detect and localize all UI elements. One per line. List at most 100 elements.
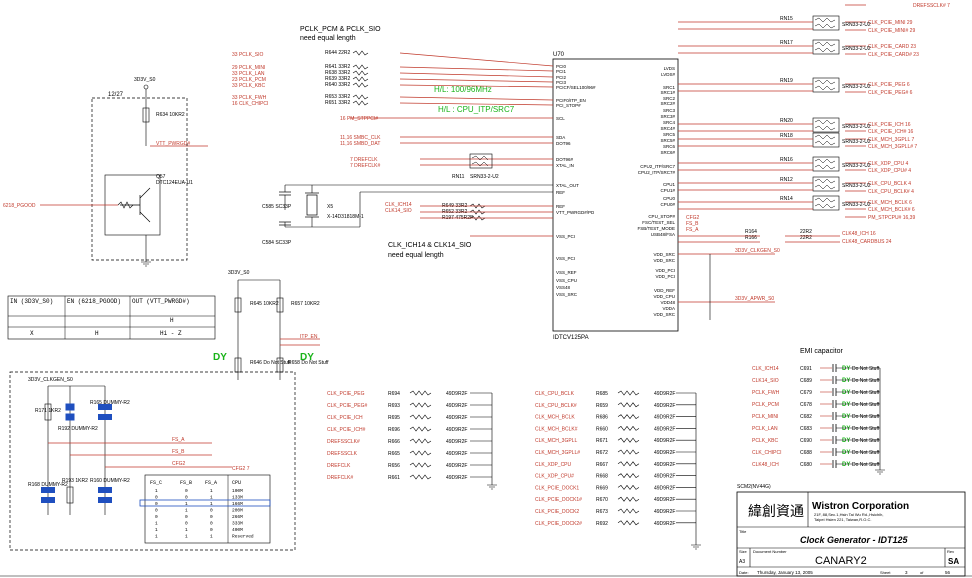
ic-pin-label: SRC6 bbox=[663, 144, 676, 149]
ic-pin-label: PCIF0/ITP_EN bbox=[556, 98, 586, 103]
cfg2-right-net: CFG2 bbox=[686, 215, 700, 221]
term-ref: R671 bbox=[596, 438, 608, 444]
term-net: CLK_XDP_CPU bbox=[535, 462, 572, 468]
resistor-icon bbox=[352, 64, 369, 70]
rn-part: SRN33-2-U2 bbox=[842, 202, 871, 208]
series-resistor: R638 33R2 bbox=[325, 70, 351, 76]
rn-ref: RN20 bbox=[780, 118, 793, 124]
tb-title-label: Title bbox=[739, 529, 747, 534]
ic-right-pins: LVDSLVDS#SRC1SRC1#SRC2SRC2#SRC3SRC3#SRC4… bbox=[637, 66, 675, 317]
tb-size-label: Size bbox=[739, 549, 748, 554]
ic-pin-label: SRC2 bbox=[663, 96, 676, 101]
term-net: CLK_MCH_BCLK bbox=[535, 415, 575, 421]
crystal-cap-2: C584 SC33P bbox=[262, 240, 292, 246]
resistor-pack-icon bbox=[469, 153, 493, 169]
term-value: 49D9R2F bbox=[654, 426, 675, 432]
hl-note-2: H/L : CPU_ITP/SRC7 bbox=[438, 105, 515, 114]
term-net: CLK_CPU_BCLK bbox=[535, 391, 575, 397]
ic-pin-label: VDD_PCI bbox=[655, 268, 675, 273]
emi-dy: DY bbox=[842, 414, 850, 420]
rn-part: SRN33-2-U2 bbox=[842, 84, 871, 90]
apwr-power: 3D3V_APWR_S0 bbox=[735, 296, 774, 302]
resistor-icon bbox=[409, 402, 432, 408]
fs-table-cell: 0 bbox=[210, 527, 213, 533]
resistor-icon bbox=[409, 414, 432, 420]
right-net-label: CLK_PCIE_MINI 29 bbox=[868, 20, 913, 26]
resistor-icon bbox=[617, 414, 640, 420]
term-net: DREFCLK# bbox=[327, 475, 353, 481]
fs-power: 3D3V_CLKGEN_S0 bbox=[28, 377, 73, 383]
tt-cell: Hi - Z bbox=[160, 330, 182, 337]
ic-pin-label: CPU1 bbox=[663, 182, 676, 187]
ic-pin-label: REF bbox=[556, 190, 565, 195]
itp-r3: R646 Do Not Stuff bbox=[250, 360, 291, 366]
fs-table-header: FS_B bbox=[180, 480, 192, 486]
tb-sheet-label: Sheet bbox=[880, 570, 891, 575]
term-value: 49D9R2F bbox=[446, 403, 467, 409]
emi-net: CLK48_ICH bbox=[752, 462, 779, 468]
ic-pin-label: SCL bbox=[556, 116, 565, 121]
title-block: SCM2(NV44G) 緯創資通 Wistron Corporation 21F… bbox=[736, 484, 966, 577]
ic-pin-label: USB48/FSA bbox=[651, 232, 675, 237]
ic-pin-label: CPU2_ITP/SRC7 bbox=[640, 164, 675, 169]
left-net-label: 11,16 SMBD_DAT bbox=[340, 141, 380, 147]
fs-table-cell: 0 bbox=[210, 508, 213, 514]
left-net-label: 29 PCLK_MINI bbox=[232, 65, 265, 71]
fs-table-cell: 400M bbox=[232, 527, 243, 533]
resistor-pack-icon bbox=[812, 77, 840, 93]
term-value: 49D9R2F bbox=[654, 403, 675, 409]
rn-ref: RN11 bbox=[452, 174, 465, 180]
ic-pin-label: VSS_PCI bbox=[556, 256, 575, 261]
term-net: CLK_CPU_BCLK# bbox=[535, 403, 577, 409]
right-net-label: CLK_CPU_BCLK# 4 bbox=[868, 189, 914, 195]
r-166: R166 bbox=[745, 235, 757, 241]
term-net: CLK_PCIE_DOCK2# bbox=[535, 521, 582, 527]
clk-ich-note-sub: need equal length bbox=[388, 252, 444, 259]
series-resistor: R651 33R2 bbox=[325, 100, 351, 106]
dy-label-2: DY bbox=[300, 352, 314, 363]
ic-pin-label: CPU2_ITP/SRC7# bbox=[638, 170, 676, 175]
term-ref: R673 bbox=[596, 509, 608, 515]
emi-dy: DY bbox=[842, 462, 850, 468]
tb-size: A3 bbox=[739, 559, 745, 565]
hl-note-1: H/L: 100/96MHz bbox=[434, 85, 492, 94]
itp-power: 3D3V_S0 bbox=[228, 270, 250, 276]
ic-pin-label: VDD_SRC bbox=[653, 252, 675, 257]
fs-table-cell: 0 bbox=[210, 514, 213, 520]
term-ref: R695 bbox=[388, 415, 400, 421]
left-net-label: 23 PCLK_PCM bbox=[232, 77, 266, 83]
fs-table-header: CPU bbox=[232, 480, 241, 486]
resistor-icon bbox=[617, 390, 640, 396]
resistor-icon bbox=[352, 100, 369, 106]
ic-pin-label: SRC3 bbox=[663, 108, 676, 113]
fet-ref: Q57 bbox=[156, 174, 166, 180]
ic-pin-label: VDD_SRC bbox=[653, 312, 675, 317]
resistor-pack-icon bbox=[812, 39, 840, 55]
tb-docnum: CANARY2 bbox=[815, 555, 867, 567]
tb-rev-label: Rev bbox=[947, 549, 954, 554]
pwrgd-circuit: 12/27 3D3V_S0 R634 10KR2 VTT_PWRGD# Q57 … bbox=[3, 77, 193, 267]
resistor-pack-icon bbox=[812, 15, 840, 31]
term-net: CLK_MCH_BCLK# bbox=[535, 426, 578, 432]
tb-company: Wistron Corporation bbox=[812, 501, 909, 512]
r-22r2-b: 22R2 bbox=[800, 235, 812, 241]
tb-of: 56 bbox=[945, 570, 951, 575]
crystal-icon bbox=[306, 194, 318, 216]
term-net: CLK_PCIE_DOCK1# bbox=[535, 497, 582, 503]
term-value: 49D9R2F bbox=[654, 415, 675, 421]
ic-pin-label: DOT96 bbox=[556, 141, 571, 146]
tb-date-label: Date: bbox=[739, 570, 749, 575]
fet-power: 3D3V_S0 bbox=[134, 77, 156, 83]
resistor-icon bbox=[142, 107, 150, 123]
ic-pin-label: XTAL_IN bbox=[556, 163, 574, 168]
clkgen-power-right: 3D3V_CLKGEN_S0 bbox=[735, 248, 780, 254]
ic-pin-label: VSS_REF bbox=[556, 270, 577, 275]
resistor-icon bbox=[409, 390, 432, 396]
ic-pin-label: SRC5 bbox=[663, 132, 676, 137]
fs-table-header: FS_C bbox=[150, 480, 162, 486]
emi-cap-ref: C680 bbox=[800, 462, 812, 468]
ic-part: IDTCV125PA bbox=[553, 335, 589, 341]
